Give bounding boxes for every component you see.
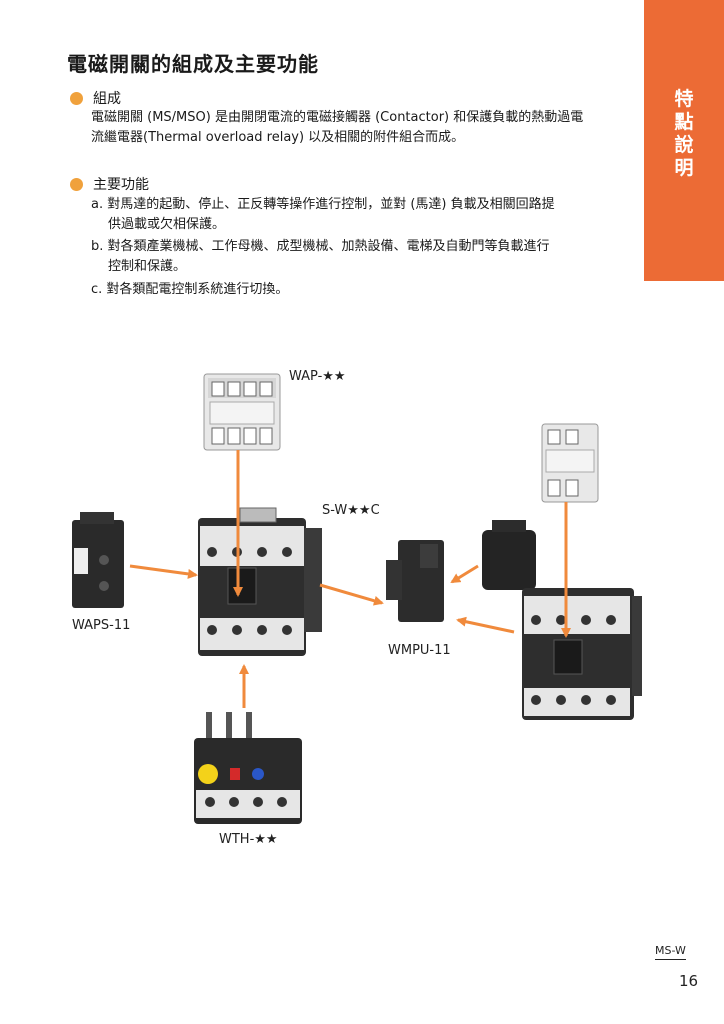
- main-contactor: [198, 507, 322, 656]
- arrow-waps-to-contactor: [129, 564, 198, 579]
- bullet-dot: [70, 91, 83, 105]
- label-contactor: S-W★★C: [322, 503, 380, 518]
- arrow-contactor2-to-wmpu: [456, 616, 515, 634]
- function-line: c. 對各類配電控制系統進行切換。: [91, 282, 289, 297]
- function-item: b. 對各類產業機械、工作母機、成型機械、加熱設備、電梯及自動門等負載進行 控制…: [91, 237, 626, 277]
- arrow-contactor-to-wmpu: [319, 583, 384, 606]
- arrow-cover-to-wmpu: [450, 564, 479, 584]
- function-line: 供過載或欠相保護。: [108, 217, 226, 232]
- waps-side-block: [72, 512, 124, 608]
- composition-line: 流繼電器(Thermal overload relay) 以及相關的附件組合而成…: [91, 130, 465, 145]
- wap-auxiliary-block: [203, 373, 281, 451]
- side-tab-char: 明: [674, 157, 694, 179]
- side-tab-char: 說: [674, 134, 694, 156]
- bullet-dot: [70, 177, 83, 191]
- wth-thermal-relay: [194, 712, 302, 824]
- functions-heading-text: 主要功能: [93, 177, 149, 193]
- composition-heading-text: 組成: [93, 91, 121, 107]
- wmpu-interlock: [386, 540, 444, 622]
- composition-heading: 組成: [70, 88, 121, 108]
- label-wmpu: WMPU-11: [388, 643, 451, 658]
- second-contactor: [522, 588, 642, 720]
- function-item: c. 對各類配電控制系統進行切換。: [91, 280, 626, 300]
- series-code: MS-W: [655, 944, 686, 960]
- side-tab: 特 點 說 明: [644, 0, 724, 281]
- function-line: 控制和保護。: [108, 259, 187, 274]
- side-tab-char: 特: [674, 88, 694, 110]
- label-wap: WAP-★★: [289, 369, 346, 384]
- cover-part: [482, 520, 536, 590]
- composition-paragraph: 電磁開關 (MS/MSO) 是由開閉電流的電磁接觸器 (Contactor) 和…: [91, 108, 631, 148]
- function-line: b. 對各類產業機械、工作母機、成型機械、加熱設備、電梯及自動門等負載進行: [91, 239, 550, 254]
- label-wth: WTH-★★: [219, 832, 278, 847]
- function-line: a. 對馬達的起動、停止、正反轉等操作進行控制，並對 (馬達) 負載及相關回路提: [91, 197, 555, 212]
- page-number: 16: [679, 972, 699, 990]
- page-title: 電磁開關的組成及主要功能: [67, 52, 319, 76]
- label-waps: WAPS-11: [72, 618, 131, 633]
- function-item: a. 對馬達的起動、停止、正反轉等操作進行控制，並對 (馬達) 負載及相關回路提…: [91, 195, 626, 235]
- auxiliary-block-right: [541, 423, 599, 503]
- composition-line: 電磁開關 (MS/MSO) 是由開閉電流的電磁接觸器 (Contactor) 和…: [91, 110, 584, 125]
- functions-heading: 主要功能: [70, 174, 149, 194]
- side-tab-text: 特 點 說 明: [644, 88, 724, 180]
- side-tab-char: 點: [674, 111, 694, 133]
